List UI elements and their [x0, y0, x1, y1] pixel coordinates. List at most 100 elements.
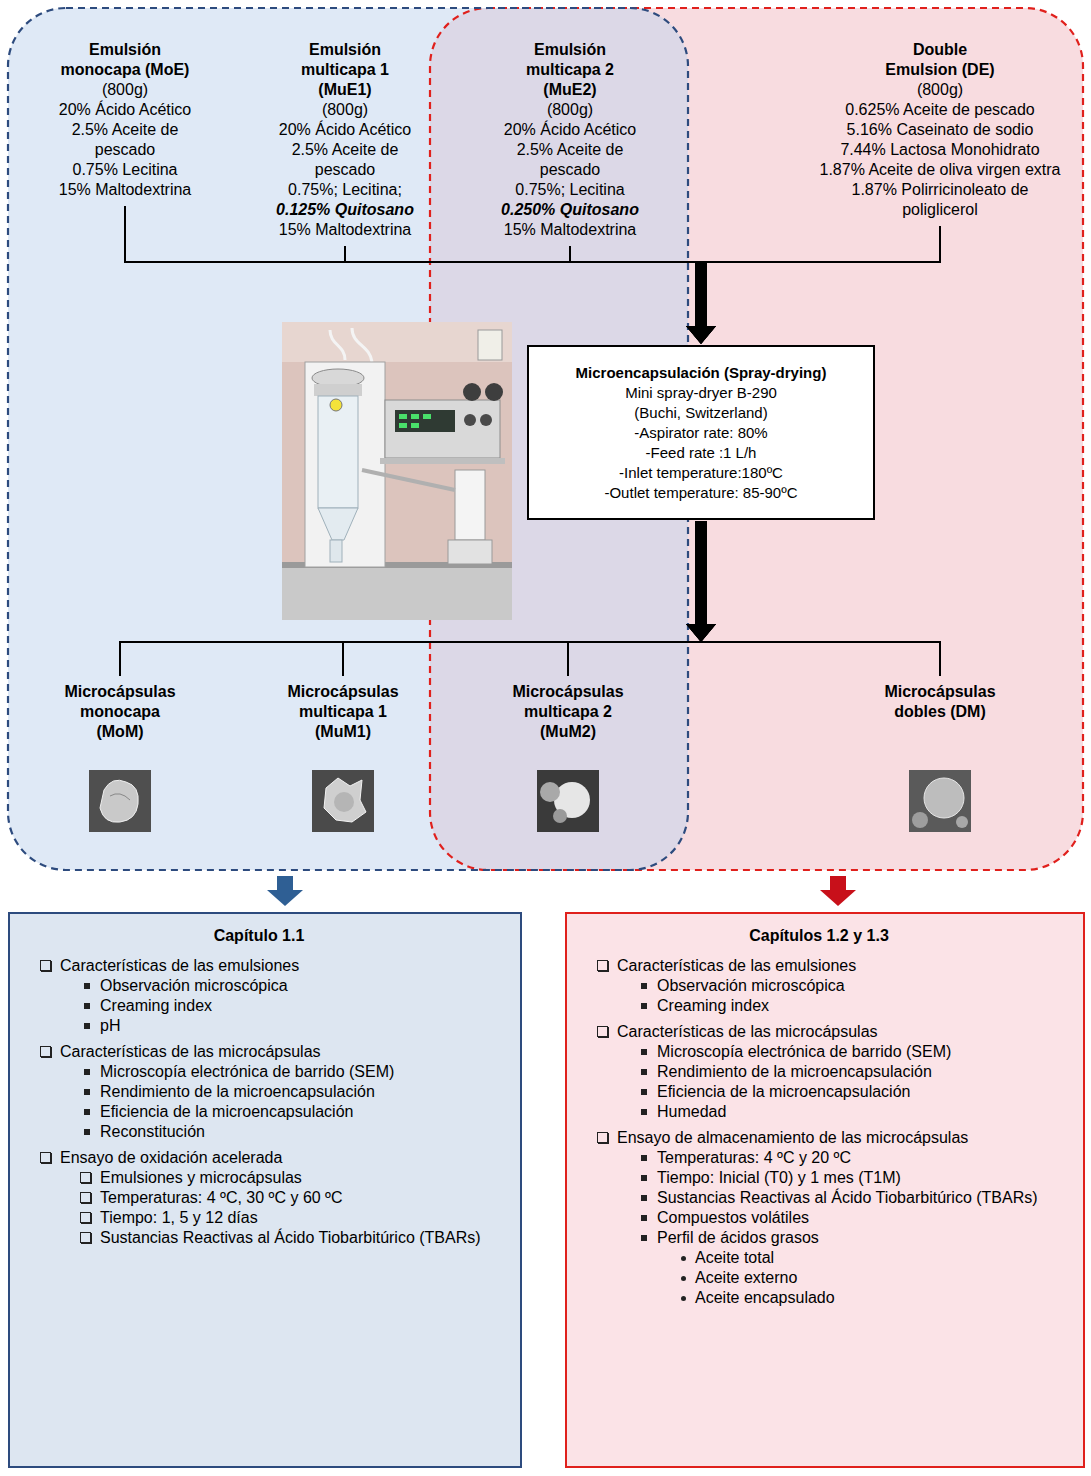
- bullet-marker: [681, 1296, 686, 1301]
- bullet-marker: [681, 1276, 686, 1281]
- emulsion-node: Double Emulsion (DE)(800g)0.625% Aceite …: [815, 40, 1065, 220]
- sem-image: [909, 770, 971, 832]
- list-text: Tiempo: Inicial (T0) y 1 mes (T1M): [657, 1169, 901, 1186]
- node-line: 0.75%; Lecitina;: [263, 180, 427, 200]
- list-text: Tiempo: 1, 5 y 12 días: [100, 1209, 258, 1226]
- bullet-marker: [84, 983, 90, 989]
- bullet-marker: [641, 1069, 647, 1075]
- region-arrow: [267, 876, 303, 906]
- arrow-head: [686, 326, 716, 344]
- arrow-head: [686, 624, 716, 642]
- bullet-marker: [80, 1232, 91, 1243]
- list-item: Reconstitución: [20, 1122, 510, 1142]
- emulsion-node: Emulsión monocapa (MoE)(800g)20% Ácido A…: [50, 40, 200, 200]
- list-item: Aceite total: [577, 1248, 1073, 1268]
- bullet-marker: [80, 1192, 91, 1203]
- list-item: Capítulos 1.2 y 1.3: [577, 926, 1073, 946]
- list-item: pH: [20, 1016, 510, 1036]
- list-item: Capítulo 1.1: [20, 926, 510, 946]
- list-text: Microscopía electrónica de barrido (SEM): [100, 1063, 394, 1080]
- bullet-marker: [84, 1129, 90, 1135]
- list-item: Observación microscópica: [577, 976, 1073, 996]
- bullet-marker: [84, 1069, 90, 1075]
- node-line: -Inlet temperature:180ºC: [539, 463, 863, 483]
- bullet-marker: [597, 1026, 608, 1037]
- sem-image: [312, 770, 374, 832]
- arrow-shaft: [695, 261, 707, 328]
- chapter-box: Capítulo 1.1Características de las emuls…: [8, 912, 522, 1468]
- connector-line: [701, 226, 940, 262]
- node-heading: Emulsión multicapa 1 (MuE1): [280, 40, 410, 100]
- bullet-marker: [40, 960, 51, 971]
- capsule-node: Microcápsulas multicapa 2 (MuM2): [503, 682, 633, 742]
- list-text: Observación microscópica: [100, 977, 288, 994]
- arrow-head: [686, 624, 716, 642]
- node-line: (800g): [815, 80, 1065, 100]
- list-item: Rendimiento de la microencapsulación: [20, 1082, 510, 1102]
- list-item: Aceite externo: [577, 1268, 1073, 1288]
- emulsion-node: Emulsión multicapa 1 (MuE1)(800g)20% Áci…: [263, 40, 427, 240]
- node-heading: Microcápsulas monocapa (MoM): [55, 682, 185, 742]
- node-line: 15% Maltodextrina: [50, 180, 200, 200]
- node-heading: Emulsión multicapa 2 (MuE2): [505, 40, 635, 100]
- list-text: Rendimiento de la microencapsulación: [657, 1063, 932, 1080]
- list-item: Eficiencia de la microencapsulación: [577, 1082, 1073, 1102]
- connector: [120, 521, 716, 676]
- connector: [568, 521, 716, 676]
- red-region-outline: [430, 8, 1083, 870]
- arrow-shaft: [695, 521, 707, 626]
- list-item: Características de las emulsiones: [577, 956, 1073, 976]
- bullet-marker: [84, 1089, 90, 1095]
- node-line: (Buchi, Switzerland): [539, 403, 863, 423]
- list-text: Perfil de ácidos grasos: [657, 1229, 819, 1246]
- node-line: 20% Ácido Acético: [263, 120, 427, 140]
- list-text: Microscopía electrónica de barrido (SEM): [657, 1043, 951, 1060]
- bullet-marker: [597, 960, 608, 971]
- bullet-marker: [641, 1195, 647, 1201]
- arrow-shaft: [695, 261, 707, 328]
- list-text: Observación microscópica: [657, 977, 845, 994]
- connector-line: [120, 642, 701, 676]
- bullet-marker: [641, 1003, 647, 1009]
- connector: [686, 226, 940, 344]
- node-line: 0.625% Aceite de pescado: [815, 100, 1065, 120]
- list-text: Compuestos volátiles: [657, 1209, 809, 1226]
- bullet-marker: [641, 1215, 647, 1221]
- node-line: 2.5% Aceite de pescado: [495, 140, 645, 180]
- list-text: Características de las emulsiones: [60, 957, 299, 974]
- node-line: -Aspirator rate: 80%: [539, 423, 863, 443]
- node-line: 20% Ácido Acético: [50, 100, 200, 120]
- list-item: Sustancias Reactivas al Ácido Tiobarbitú…: [20, 1228, 510, 1248]
- bullet-marker: [641, 1155, 647, 1161]
- list-item: Emulsiones y microcápsulas: [20, 1168, 510, 1188]
- list-item: Características de las emulsiones: [20, 956, 510, 976]
- connector: [343, 521, 716, 676]
- arrow-head: [686, 624, 716, 642]
- bullet-marker: [40, 1152, 51, 1163]
- list-text: Sustancias Reactivas al Ácido Tiobarbitú…: [100, 1229, 481, 1246]
- list-item: Eficiencia de la microencapsulación: [20, 1102, 510, 1122]
- node-line: (800g): [495, 100, 645, 120]
- bullet-marker: [641, 983, 647, 989]
- capsule-node: Microcápsulas monocapa (MoM): [55, 682, 185, 742]
- bullet-marker: [84, 1003, 90, 1009]
- bullet-marker: [641, 1109, 647, 1115]
- node-line: 0.75% Lecitina: [50, 160, 200, 180]
- node-line: 15% Maltodextrina: [263, 220, 427, 240]
- bullet-marker: [80, 1212, 91, 1223]
- node-line: (800g): [50, 80, 200, 100]
- list-text: Características de las microcápsulas: [60, 1043, 321, 1060]
- chapter-title: Capítulo 1.1: [214, 927, 305, 944]
- bullet-marker: [597, 1132, 608, 1143]
- list-text: Creaming index: [657, 997, 769, 1014]
- node-line: 0.250% Quitosano: [495, 200, 645, 220]
- emulsion-node: Emulsión multicapa 2 (MuE2)(800g)20% Áci…: [495, 40, 645, 240]
- arrow-head: [686, 624, 716, 642]
- list-item: Temperaturas: 4 ºC, 30 ºC y 60 ºC: [20, 1188, 510, 1208]
- list-text: Sustancias Reactivas al Ácido Tiobarbitú…: [657, 1189, 1038, 1206]
- region-arrow: [820, 876, 856, 906]
- sem-image: [89, 770, 151, 832]
- bullet-marker: [641, 1235, 647, 1241]
- node-line: 2.5% Aceite de pescado: [50, 120, 200, 160]
- process-box: Microencapsulación (Spray-drying)Mini sp…: [527, 345, 875, 520]
